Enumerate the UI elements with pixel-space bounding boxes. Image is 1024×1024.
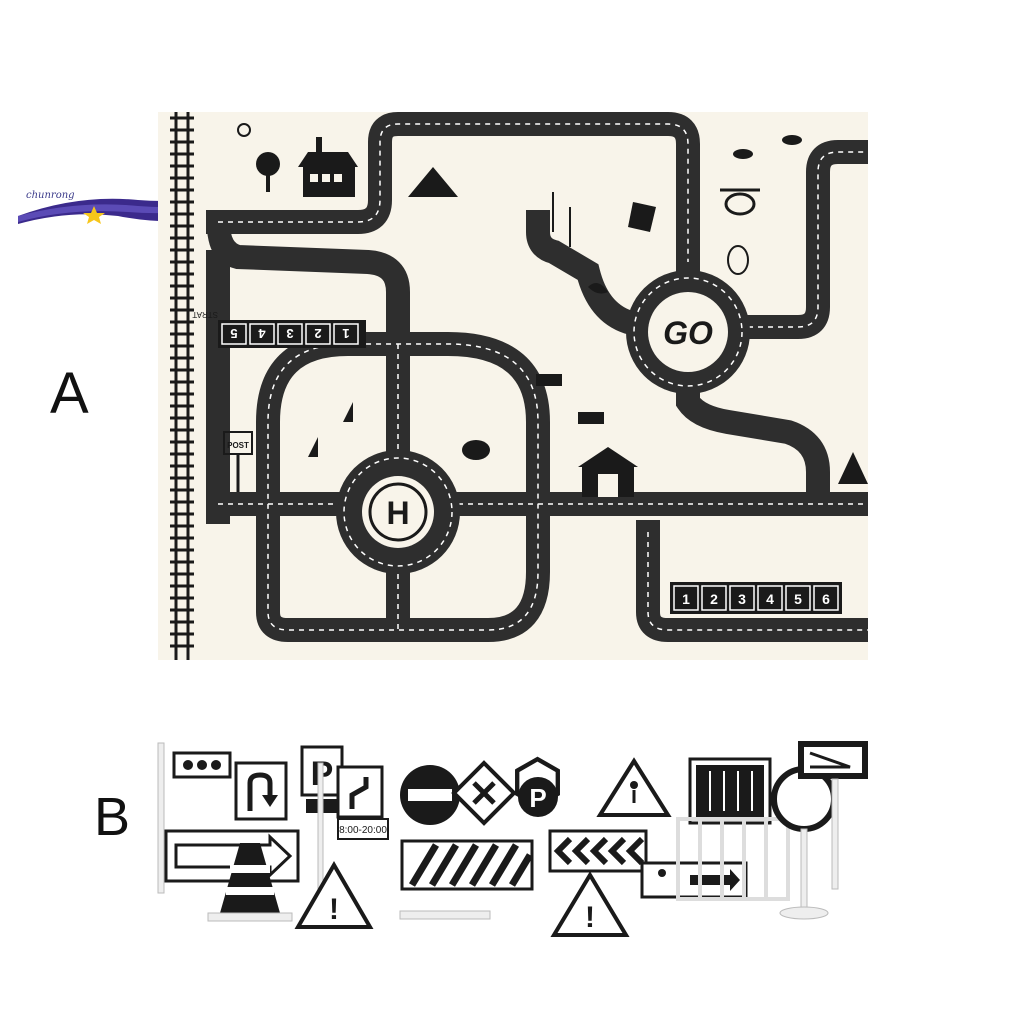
go-roundabout: GO [626,270,750,394]
tree-icon [256,152,280,192]
cloud-icons [733,135,802,159]
cow-icon [536,374,604,424]
traffic-signs: P 8:00-20:00 ! P [157,741,868,937]
railway [170,112,194,660]
post-label: POST [227,441,249,450]
helipad-label: H [386,495,409,531]
pedestrian-crossing-sign [596,757,672,817]
mountain-icon [408,167,458,197]
winding-road-sign [336,765,384,819]
parking-circle-letter: P [529,783,546,813]
u-turn-sign [234,761,288,821]
striped-barrier [399,839,534,920]
windmill-icons [552,192,571,247]
roadwork-sign [640,861,748,899]
label-a: A [50,361,89,426]
helicopter-icon [720,188,760,216]
merge-lane-sign [798,741,868,890]
house-icon [298,137,358,197]
parking-circle-sign: P [515,756,560,817]
fence-barrier [676,817,790,901]
parking-right-slot: 2 [710,591,718,607]
parking-left-slot: 5 [230,326,237,341]
parking-right-slot: 6 [822,591,830,607]
kite-icon [628,202,656,232]
whale-icon [462,440,490,460]
parking-right-slot: 1 [682,591,690,607]
svg-text:!: ! [329,893,339,926]
post-box: POST [223,431,253,492]
play-mat: GO H [158,112,868,660]
brand-name: chunrong [26,190,75,201]
time-plate-text: 8:00-20:00 [339,825,387,836]
parking-right-slot: 5 [794,591,802,607]
barn-icon [578,447,638,497]
round-blank-sign [771,766,837,920]
parking-left: 5 4 3 2 1 [218,320,366,348]
helipad-roundabout: H [336,450,460,574]
traffic-cone [207,843,293,922]
diamond-x-sign [451,760,517,826]
parking-left-slot: 3 [286,326,293,341]
sailboat-icon [308,402,353,457]
traffic-light-sign [157,742,232,894]
label-b: B [94,787,131,847]
bird-icon [588,283,608,294]
warning-triangle-sign: ! [294,861,374,929]
parking-sign: P [300,745,346,914]
hot-air-balloon-icon [727,245,749,275]
lane-direction-sign [688,757,772,825]
sun-icon [237,123,251,137]
warning-triangle-sign: ! [550,871,630,937]
no-entry-sign [400,765,460,825]
tent-icon [838,452,868,484]
time-plate-sign: 8:00-20:00 [337,818,389,840]
parking-left-slot: 2 [314,326,321,341]
parking-right-slot: 4 [766,591,774,607]
start-label: STRAT [192,310,218,319]
parking-right: 1 2 3 4 5 6 [670,582,842,614]
chevron-board [548,829,648,873]
parking-left-slot: 4 [258,326,266,341]
svg-text:!: ! [585,901,595,934]
parking-left-slot: 1 [342,326,349,341]
go-label: GO [663,315,713,351]
parking-right-slot: 3 [738,591,746,607]
